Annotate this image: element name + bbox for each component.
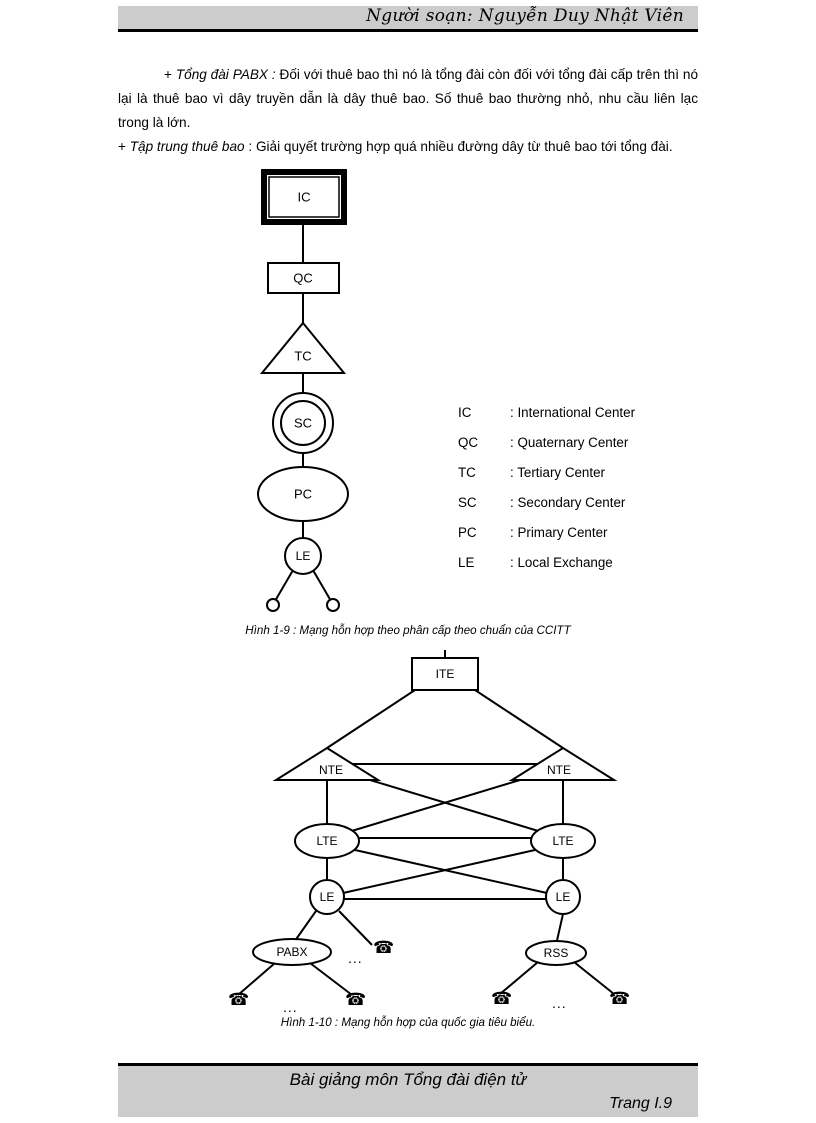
legend-desc: : Tertiary Center bbox=[510, 465, 606, 480]
link-ite-nte-right bbox=[474, 689, 564, 749]
legend-desc: : Quaternary Center bbox=[510, 435, 629, 450]
link-lte-right-le-left bbox=[342, 849, 536, 894]
link-rss-phone-right bbox=[573, 961, 615, 995]
phone-icon: ☎ bbox=[491, 989, 513, 1008]
ellipsis-pabx-row: ... bbox=[348, 950, 363, 966]
legend-row: QC : Quaternary Center bbox=[458, 428, 718, 458]
paragraph-pabx-rest: Đối với thuê bao thì nó là tổng đài còn … bbox=[118, 67, 699, 130]
legend-abbr: IC bbox=[458, 405, 472, 420]
phone-icon: ☎ bbox=[609, 989, 631, 1008]
node-qc bbox=[267, 262, 340, 294]
page-footer: Bài giảng môn Tổng đài điện tử Trang I.9 bbox=[118, 1063, 698, 1117]
paragraph-pabx-term: Tổng đài PABX : bbox=[175, 67, 276, 82]
body-text-block: + Tổng đài PABX : Đối với thuê bao thì n… bbox=[118, 63, 698, 159]
node-tc-label: TC bbox=[294, 348, 311, 363]
node-sc-inner bbox=[280, 400, 326, 446]
node-subscriber-left bbox=[266, 598, 280, 612]
node-le-right-label: LE bbox=[556, 890, 571, 904]
ellipsis-pabx-subscribers: ... bbox=[283, 999, 298, 1015]
node-pc-label: PC bbox=[294, 486, 312, 501]
link-pabx-phone-right bbox=[309, 962, 353, 996]
link-pabx-phone-left bbox=[237, 962, 276, 996]
paragraph-tap-trung-bullet: + bbox=[118, 139, 130, 154]
node-ite bbox=[411, 657, 479, 691]
node-lte-right-label: LTE bbox=[552, 834, 573, 848]
link-le-left-phone bbox=[338, 910, 373, 946]
phone-icon: ☎ bbox=[228, 990, 250, 1009]
paragraph-tap-trung: + Tập trung thuê bao : Giải quyết trường… bbox=[118, 135, 698, 159]
figure-2-diagram: ITE NTE NTE LTE LTE LE LE bbox=[200, 650, 670, 1015]
node-pabx-label: PABX bbox=[276, 945, 307, 959]
node-rss-label: RSS bbox=[544, 946, 569, 960]
figure-1-legend: IC : International Center QC : Quaternar… bbox=[458, 398, 718, 578]
link-lte-left-le-right bbox=[354, 849, 548, 894]
phone-icon: ☎ bbox=[345, 990, 367, 1009]
link-nte-left-lte-right bbox=[369, 779, 546, 834]
figure-2-svg: ITE NTE NTE LTE LTE LE LE bbox=[237, 650, 618, 996]
footer-title: Bài giảng môn Tổng đài điện tử bbox=[289, 1070, 527, 1089]
legend-desc: : Local Exchange bbox=[510, 555, 613, 570]
node-pc bbox=[257, 466, 349, 522]
paragraph-pabx-bullet: + bbox=[164, 67, 176, 82]
node-ic-label: IC bbox=[298, 189, 311, 204]
figure-1-diagram: IC QC TC SC PC LE bbox=[240, 165, 370, 615]
link-le-right-rss bbox=[555, 913, 564, 946]
figure-1-svg: IC QC TC SC PC LE bbox=[257, 169, 349, 612]
node-nte-right-label: NTE bbox=[547, 763, 571, 777]
node-ic-inner bbox=[268, 176, 340, 218]
legend-abbr: SC bbox=[458, 495, 477, 510]
node-le-left-label: LE bbox=[320, 890, 335, 904]
legend-desc: : Secondary Center bbox=[510, 495, 626, 510]
legend-abbr: QC bbox=[458, 435, 479, 450]
paragraph-tap-trung-term: Tập trung thuê bao bbox=[129, 139, 245, 154]
legend-row: TC : Tertiary Center bbox=[458, 458, 718, 488]
phone-icon: ☎ bbox=[373, 938, 395, 957]
node-pabx bbox=[252, 938, 332, 966]
paragraph-pabx: + Tổng đài PABX : Đối với thuê bao thì n… bbox=[118, 63, 698, 135]
node-sc-label: SC bbox=[294, 415, 312, 430]
node-rss bbox=[525, 940, 587, 966]
node-subscriber-right bbox=[326, 598, 340, 612]
node-qc-label: QC bbox=[293, 270, 313, 285]
legend-row: LE : Local Exchange bbox=[458, 548, 718, 578]
legend-abbr: PC bbox=[458, 525, 477, 540]
legend-row: SC : Secondary Center bbox=[458, 488, 718, 518]
figure-1-caption: Hình 1-9 : Mạng hỗn hợp theo phân cấp th… bbox=[245, 624, 571, 637]
figure-2-caption: Hình 1-10 : Mạng hỗn hợp của quốc gia ti… bbox=[280, 1016, 536, 1029]
page-header: Người soạn: Nguyễn Duy Nhật Viên bbox=[118, 6, 698, 32]
node-le-label: LE bbox=[296, 549, 311, 563]
legend-desc: : Primary Center bbox=[510, 525, 608, 540]
legend-row: PC : Primary Center bbox=[458, 518, 718, 548]
node-le-left bbox=[309, 879, 345, 915]
node-nte-left-label: NTE bbox=[319, 763, 343, 777]
legend-abbr: LE bbox=[458, 555, 475, 570]
node-le bbox=[284, 537, 322, 575]
link-rss-phone-left bbox=[499, 961, 539, 995]
footer-page-number: Trang I.9 bbox=[609, 1095, 672, 1112]
legend-desc: : International Center bbox=[510, 405, 636, 420]
legend-abbr: TC bbox=[458, 465, 476, 480]
link-ite-nte-left bbox=[326, 689, 416, 749]
node-tc bbox=[259, 321, 347, 374]
legend-row: IC : International Center bbox=[458, 398, 718, 428]
header-author-line: Người soạn: Nguyễn Duy Nhật Viên bbox=[366, 6, 684, 26]
ellipsis-rss-subscribers: ... bbox=[552, 995, 567, 1011]
link-nte-right-lte-left bbox=[344, 779, 521, 834]
node-ite-label: ITE bbox=[436, 667, 455, 681]
paragraph-tap-trung-rest: : Giải quyết trường hợp quá nhiều đường … bbox=[244, 139, 673, 154]
node-lte-left-label: LTE bbox=[316, 834, 337, 848]
